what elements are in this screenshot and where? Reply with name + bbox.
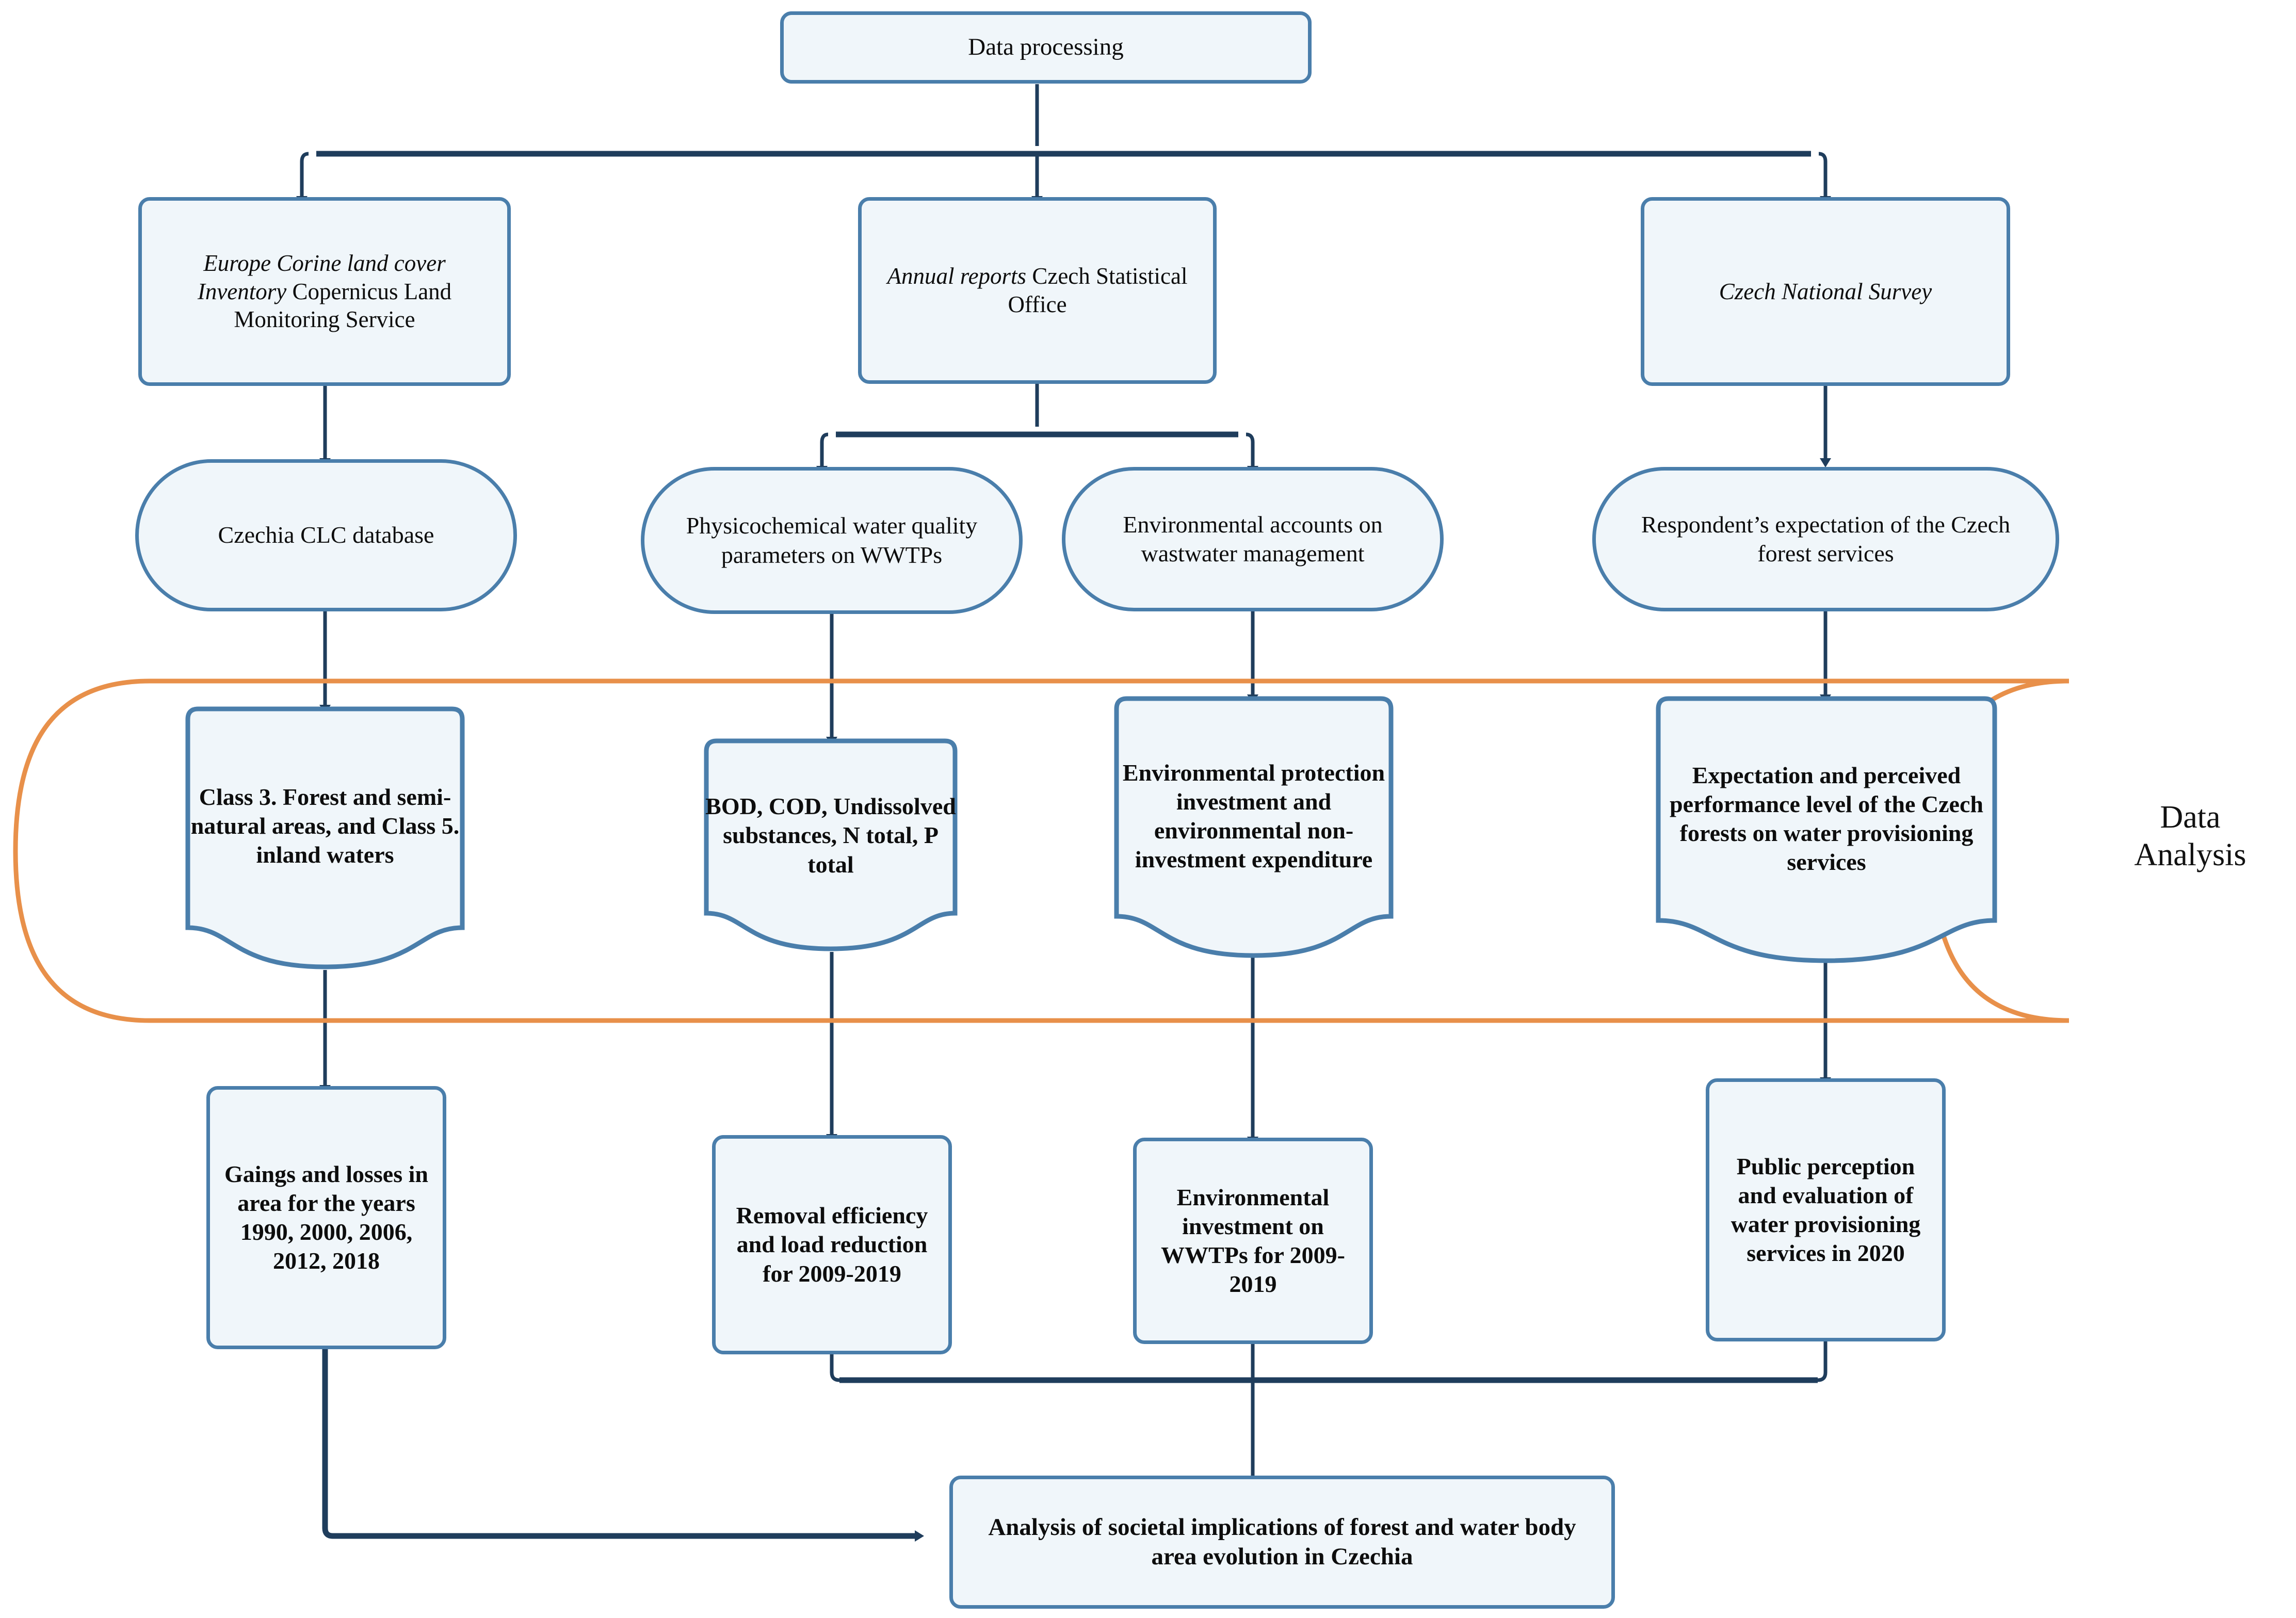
edge-source2-right: [1246, 432, 1258, 475]
edge-out1-to-final: [322, 1349, 924, 1542]
document-shape: [1656, 696, 1997, 963]
source-italic-part: Europe Corine land cover Inventory: [197, 250, 446, 304]
node-label: Annual reports Czech Statistical Office: [877, 262, 1198, 319]
node-output-env-investment-wwtps[interactable]: Environmental investment on WWTPs for 20…: [1133, 1138, 1373, 1344]
edge-out-bus-lcorner: [830, 1372, 840, 1382]
node-dataset-env-accounts[interactable]: Environmental accounts on wastwater mana…: [1062, 467, 1444, 611]
node-doc-env-protection-investment[interactable]: Environmental protection investment and …: [1104, 695, 1403, 959]
node-label: Class 3. Forest and semi-natural areas, …: [190, 783, 460, 868]
node-label: Removal efficiency and load reduction fo…: [736, 1202, 928, 1287]
node-label: Czech National Survey: [1719, 278, 1932, 306]
data-analysis-label-line2: Analysis: [2134, 837, 2246, 873]
source-italic-part: Annual reports: [887, 263, 1027, 289]
node-data-processing[interactable]: Data processing: [780, 11, 1312, 84]
data-analysis-label-line1: Data: [2160, 800, 2221, 835]
node-label: Environmental accounts on wastwater mana…: [1123, 511, 1383, 567]
document-shape: [704, 738, 958, 951]
source-regular-part: Czech Statistical Office: [1008, 263, 1188, 317]
node-doc-expectation-performance[interactable]: Expectation and perceived performance le…: [1646, 695, 2007, 964]
node-output-public-perception[interactable]: Public perception and evaluation of wate…: [1706, 1078, 1946, 1341]
node-doc-bod-cod[interactable]: BOD, COD, Undissolved substances, N tota…: [694, 738, 967, 952]
node-label: Environmental investment on WWTPs for 20…: [1161, 1184, 1345, 1298]
node-label: Public perception and evaluation of wate…: [1731, 1153, 1921, 1267]
node-output-removal-efficiency[interactable]: Removal efficiency and load reduction fo…: [712, 1135, 952, 1354]
node-conclusion-analysis[interactable]: Analysis of societal implications of for…: [949, 1476, 1615, 1609]
node-label: Czechia CLC database: [218, 522, 434, 548]
document-shape: [1114, 696, 1394, 958]
node-label: Expectation and perceived performance le…: [1670, 762, 1983, 876]
node-label: Respondent’s expectation of the Czech fo…: [1641, 511, 2011, 567]
source-regular-part: Copernicus Land Monitoring Service: [234, 278, 452, 333]
edge-out-bus-rcorner: [1817, 1372, 1828, 1382]
node-doc-clc-classes[interactable]: Class 3. Forest and semi-natural areas, …: [175, 706, 475, 970]
node-source-czech-national-survey[interactable]: Czech National Survey: [1641, 197, 2010, 386]
document-shape: [185, 706, 465, 969]
data-analysis-label: Data Analysis: [2103, 799, 2278, 874]
node-label: Gaings and losses in area for the years …: [224, 1160, 428, 1274]
node-label: Environmental protection investment and …: [1122, 759, 1385, 873]
node-label: Physicochemical water quality parameters…: [686, 512, 978, 568]
node-source-corine[interactable]: Europe Corine land cover Inventory Coper…: [138, 197, 511, 386]
edge-bus-right-corner: [1818, 152, 1828, 191]
edge-source2-left: [816, 432, 829, 475]
node-dataset-czechia-clc[interactable]: Czechia CLC database: [135, 459, 517, 611]
node-dataset-respondent-expectation[interactable]: Respondent’s expectation of the Czech fo…: [1592, 467, 2059, 611]
source-italic-part: Czech National Survey: [1719, 278, 1932, 304]
node-label: Data processing: [968, 34, 1124, 61]
edge-bus-left-corner: [300, 152, 309, 191]
node-label: BOD, COD, Undissolved substances, N tota…: [705, 793, 956, 878]
node-dataset-physicochemical[interactable]: Physicochemical water quality parameters…: [641, 467, 1023, 614]
node-output-gains-losses[interactable]: Gaings and losses in area for the years …: [206, 1086, 446, 1349]
node-source-annual-reports[interactable]: Annual reports Czech Statistical Office: [858, 197, 1217, 384]
node-label: Europe Corine land cover Inventory Coper…: [156, 249, 493, 334]
node-label: Analysis of societal implications of for…: [988, 1513, 1576, 1570]
